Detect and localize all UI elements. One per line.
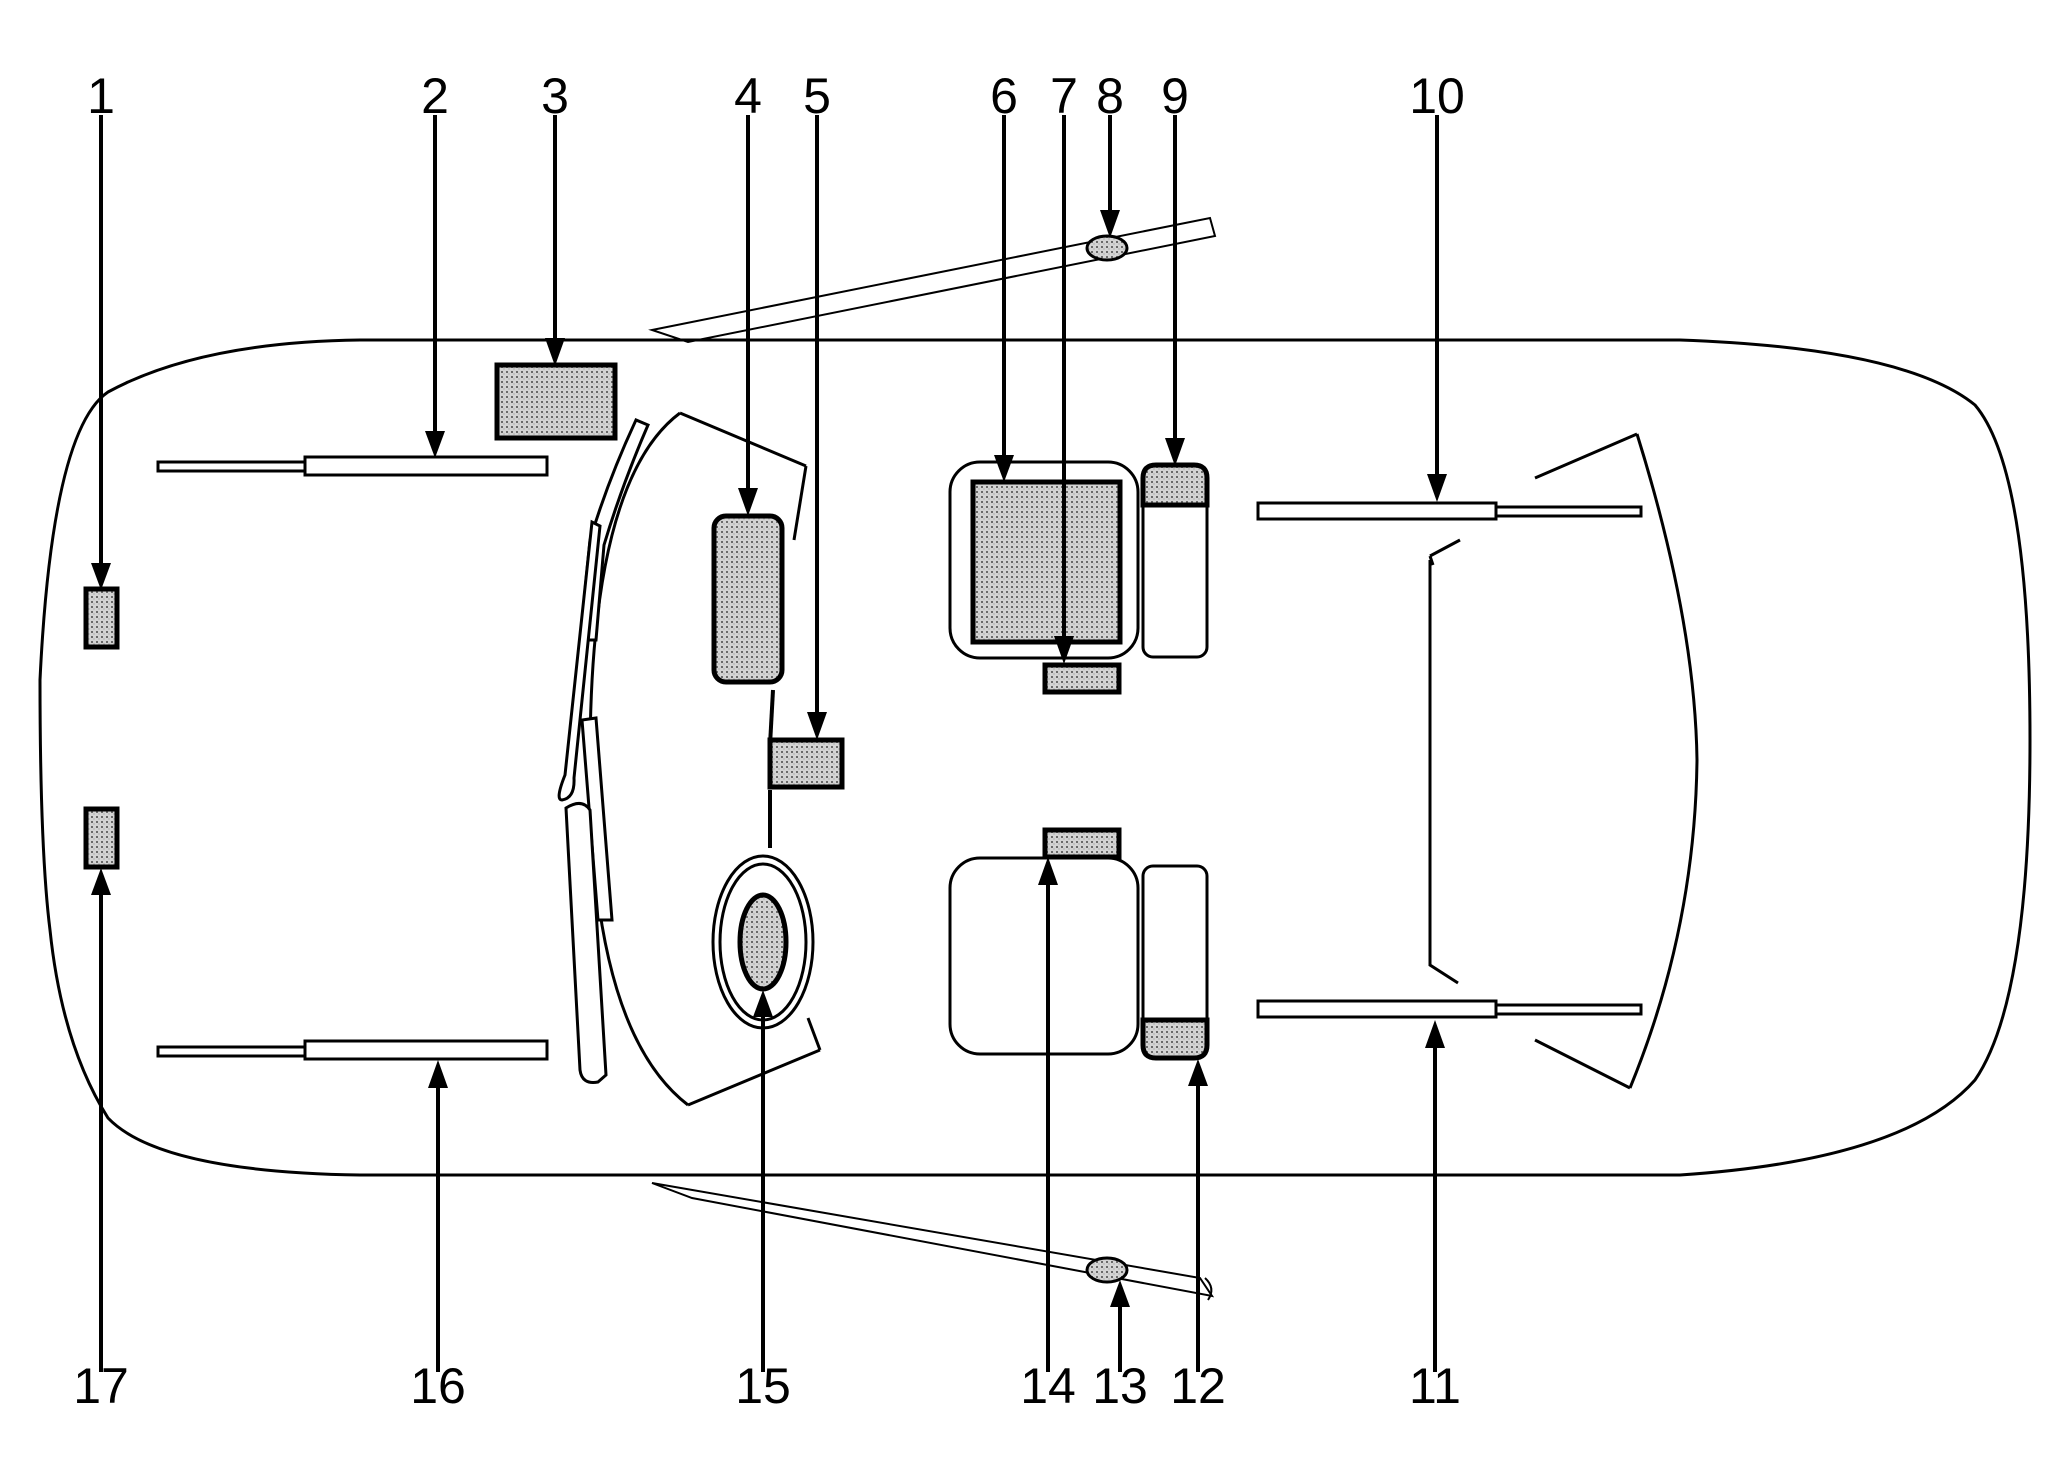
callout-label-1: 1	[87, 68, 115, 124]
callout-label-13: 13	[1092, 1358, 1148, 1414]
callout-label-9: 9	[1161, 68, 1189, 124]
callout-label-16: 16	[410, 1358, 466, 1414]
left-front-seat	[948, 460, 1209, 660]
callout-label-5: 5	[803, 68, 831, 124]
vehicle-body	[38, 338, 2032, 1177]
callout-label-7: 7	[1050, 68, 1078, 124]
arrow-13	[1110, 1280, 1130, 1307]
arrow-4	[738, 488, 758, 516]
callout-label-2: 2	[421, 68, 449, 124]
callout-label-3: 3	[541, 68, 569, 124]
arrow-10	[1427, 474, 1447, 502]
callout-label-10: 10	[1409, 68, 1465, 124]
component-4-airbag-module	[711, 513, 785, 685]
rear-right-rail	[1256, 999, 1643, 1019]
arrow-1	[91, 563, 111, 590]
component-9-seatback-sensor	[1140, 462, 1210, 508]
right-mirror-arm	[651, 1182, 1215, 1301]
steering-column-link	[768, 689, 775, 848]
arrow-8	[1100, 210, 1120, 238]
front-left-rail	[156, 455, 549, 477]
arrow-12	[1188, 1059, 1208, 1086]
callout-label-12: 12	[1170, 1358, 1226, 1414]
arrow-3	[545, 338, 565, 366]
arrow-11	[1425, 1020, 1445, 1048]
component-5-module	[767, 737, 845, 790]
arrow-5	[807, 712, 827, 740]
arrow-14	[1038, 857, 1058, 885]
wiper-blade-lower	[564, 716, 614, 1084]
arrow-2	[425, 431, 445, 458]
callout-label-6: 6	[990, 68, 1018, 124]
rear-window-outline	[1428, 432, 1699, 1090]
right-front-seat	[948, 856, 1209, 1060]
callout-label-4: 4	[734, 68, 762, 124]
component-1-front-left-sensor	[83, 586, 120, 650]
wiper-blade-upper	[557, 418, 650, 802]
component-3-control-module	[494, 362, 618, 441]
component-14-seat-sensor	[1042, 827, 1122, 860]
leader-lines	[91, 115, 1447, 1372]
component-7-seat-sensor	[1042, 662, 1122, 695]
component-15-steering-wheel-airbag	[711, 854, 815, 1030]
rear-left-rail	[1256, 501, 1643, 521]
left-mirror-arm	[648, 216, 1217, 344]
callout-labels: 1 2 3 4 5 6 7 8 9 10 17 16 15 14 13 12 1…	[73, 68, 1465, 1414]
callout-label-15: 15	[735, 1358, 791, 1414]
callout-label-8: 8	[1096, 68, 1124, 124]
arrow-17	[91, 868, 111, 895]
callout-label-14: 14	[1020, 1358, 1076, 1414]
callout-label-17: 17	[73, 1358, 129, 1414]
component-17-front-right-sensor	[83, 806, 120, 870]
arrow-7	[1054, 636, 1074, 664]
arrow-6	[994, 455, 1014, 482]
callout-label-11: 11	[1409, 1358, 1461, 1414]
arrow-16	[428, 1060, 448, 1088]
component-13-mirror-sensor	[1085, 1256, 1129, 1284]
component-8-mirror-sensor	[1085, 234, 1129, 262]
arrow-15	[753, 990, 773, 1017]
front-right-rail	[156, 1039, 549, 1061]
arrow-9	[1165, 438, 1185, 466]
component-12-seatback-sensor	[1140, 1017, 1210, 1061]
